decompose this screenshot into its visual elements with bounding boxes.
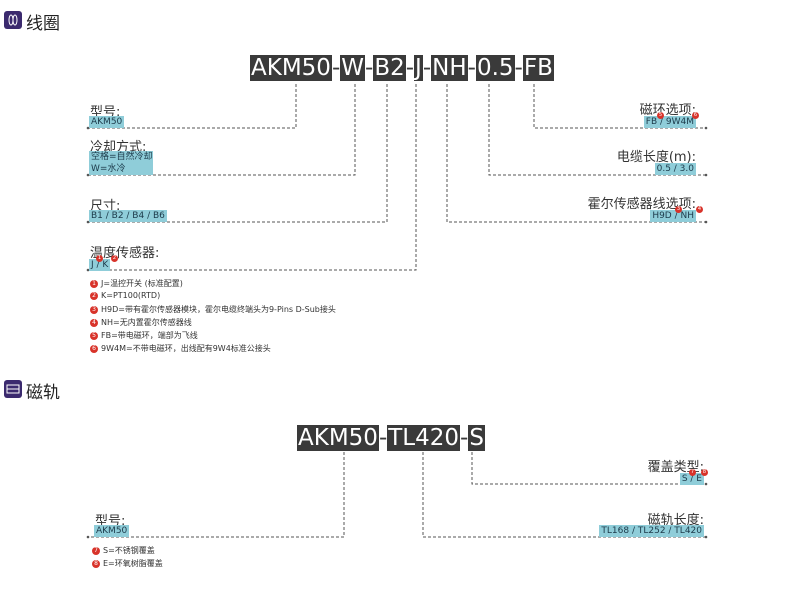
track-model-value: AKM50 [94, 525, 130, 537]
track-length-label: 磁轨长度: [647, 513, 704, 528]
coil-cooling-value2: W=水冷 [89, 163, 153, 175]
note-badge: 2 [111, 255, 118, 262]
coil-cooling-value: 空格=自然冷却 [89, 151, 153, 163]
code-separator: - [514, 55, 523, 81]
track-section-title: 磁轨 [26, 383, 60, 403]
code-segment-model: AKM50 [250, 55, 332, 81]
code-separator: - [365, 55, 374, 81]
coil-cable-length-value: 0.5 / 3.0 [654, 163, 696, 175]
code-separator: - [405, 55, 415, 81]
track-cover-value: S / E [679, 473, 704, 485]
code-segment-magnetic-ring: FB [522, 55, 554, 81]
coil-section-title: 线圈 [26, 14, 60, 34]
code-separator: - [378, 425, 388, 451]
code-segment-model: AKM50 [297, 425, 379, 451]
note-badge: 7 [689, 469, 696, 476]
coil-hall-value: H9D / NH [650, 210, 696, 222]
note-badge: 4 [696, 206, 703, 213]
track-length-value: TL168 / TL252 / TL420 [599, 525, 704, 537]
note-badge: 8 [701, 469, 708, 476]
code-segment-size: B2 [373, 55, 406, 81]
note-badge: 6 [692, 112, 699, 119]
code-separator: - [460, 425, 469, 451]
coil-model-value: AKM50 [89, 116, 125, 128]
code-segment-cooling: W [340, 55, 365, 81]
coil-magnetic-ring-label: 磁环选项: [639, 103, 696, 118]
code-segment-cable-length: 0.5 [475, 55, 515, 81]
code-segment-track-length: TL420 [387, 425, 461, 451]
coil-size-value: B1 / B2 / B4 / B6 [89, 210, 167, 222]
coil-part-code: AKM50-W-B2-J-NH-0.5-FB [250, 54, 554, 82]
coil-section-icon [4, 11, 22, 29]
track-section-icon [4, 380, 22, 398]
note-badge: 3 [675, 206, 682, 213]
note-badge: 5 [657, 112, 664, 119]
code-separator: - [422, 55, 432, 81]
note-badge: 1 [96, 255, 103, 262]
coil-temp-sensor-value: J / K [89, 259, 111, 271]
code-separator: - [467, 55, 476, 81]
code-segment-temp-sensor: J [414, 55, 423, 81]
coil-hall-label: 霍尔传感器线选项: [587, 197, 696, 212]
coil-magnetic-ring-value: FB / 9W4M [643, 116, 696, 128]
track-part-code: AKM50-TL420-S [297, 424, 485, 452]
code-separator: - [331, 55, 341, 81]
code-segment-hall: NH [431, 55, 468, 81]
coil-cable-length-label: 电缆长度(m): [616, 150, 696, 165]
coil-temp-sensor-label: 温度传感器: [90, 246, 160, 261]
code-segment-cover: S [468, 425, 485, 451]
